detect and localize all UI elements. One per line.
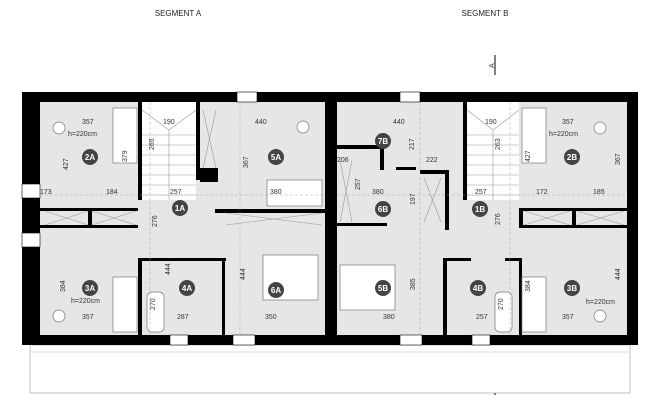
dimensions-a: 357 190 440 h=220cm 427 379 265 367 173 … [40,119,282,321]
svg-text:2A: 2A [85,153,95,162]
svg-text:384: 384 [525,280,532,292]
interior-walls-b [337,100,627,335]
svg-text:222: 222 [426,157,438,164]
svg-text:257: 257 [170,189,182,196]
svg-text:257: 257 [476,314,488,321]
svg-text:h=220cm: h=220cm [68,131,97,138]
svg-text:190: 190 [485,119,497,126]
svg-text:287: 287 [177,314,189,321]
room-4a: 4A [179,280,195,296]
room-6b: 6B [375,201,391,217]
svg-text:h=220cm: h=220cm [586,299,615,306]
svg-text:7B: 7B [378,137,388,146]
segment-b-label: SEGMENT B [462,9,509,18]
svg-text:440: 440 [255,119,267,126]
stair-treads [141,109,520,200]
room-2a: 2A [82,149,98,165]
svg-text:350: 350 [265,314,277,321]
svg-text:444: 444 [240,268,247,280]
svg-text:276: 276 [495,213,502,225]
room-5a: 5A [268,149,284,165]
svg-text:276: 276 [152,215,159,227]
room-1b: 1B [472,201,488,217]
svg-text:5A: 5A [271,153,281,162]
svg-text:173: 173 [40,189,52,196]
svg-text:h=220cm: h=220cm [549,131,578,138]
room-badges-a: 1A 2A 3A 4A 5A 6A [82,149,284,298]
svg-text:1A: 1A [175,204,185,213]
svg-text:270: 270 [498,298,505,310]
svg-text:357: 357 [82,119,94,126]
svg-text:270: 270 [150,298,157,310]
svg-text:4A: 4A [182,284,192,293]
svg-text:427: 427 [525,150,532,162]
svg-text:380: 380 [383,314,395,321]
svg-text:217: 217 [409,138,416,150]
svg-text:357: 357 [562,119,574,126]
svg-text:185: 185 [593,189,605,196]
svg-text:6A: 6A [271,286,281,295]
svg-text:263: 263 [495,138,502,150]
outer-walls [21,91,638,346]
svg-text:h=220cm: h=220cm [71,298,100,305]
svg-text:5B: 5B [378,284,388,293]
room-1a: 1A [172,200,188,216]
interior-walls-a [40,100,325,335]
svg-text:A: A [489,63,496,68]
svg-text:3B: 3B [567,284,577,293]
svg-text:184: 184 [106,189,118,196]
svg-text:197: 197 [410,193,417,205]
svg-text:257: 257 [475,189,487,196]
svg-text:257: 257 [355,178,362,190]
room-3a: 3A [82,280,98,296]
svg-text:367: 367 [243,156,250,168]
room-4b: 4B [470,280,486,296]
dimensions-b: 440 190 357 h=220cm 217 206 222 263 427 … [337,119,622,321]
svg-text:206: 206 [337,157,349,164]
svg-text:380: 380 [270,189,282,196]
section-marker-top: A [489,55,496,75]
svg-text:444: 444 [615,268,622,280]
segment-a-label: SEGMENT A [155,9,202,18]
svg-text:4B: 4B [473,284,483,293]
svg-text:379: 379 [122,150,129,162]
svg-text:357: 357 [82,314,94,321]
room-7b: 7B [375,133,391,149]
balcony [29,344,631,394]
room-5b: 5B [375,280,391,296]
svg-text:380: 380 [372,189,384,196]
room-3b: 3B [564,280,580,296]
svg-text:444: 444 [165,263,172,275]
dimension-lines [40,102,627,335]
svg-text:2B: 2B [567,153,577,162]
svg-text:385: 385 [410,278,417,290]
svg-text:6B: 6B [378,205,388,214]
svg-text:440: 440 [393,119,405,126]
svg-text:384: 384 [60,280,67,292]
room-6a: 6A [268,282,284,298]
svg-text:357: 357 [562,314,574,321]
svg-text:367: 367 [615,153,622,165]
room-2b: 2B [564,149,580,165]
room-badges-b: 1B 2B 3B 4B 5B 6B 7B [375,133,580,296]
svg-text:190: 190 [163,119,175,126]
svg-text:3A: 3A [85,284,95,293]
svg-text:265: 265 [149,138,156,150]
svg-text:427: 427 [63,158,70,170]
svg-text:1B: 1B [475,205,485,214]
svg-text:172: 172 [536,189,548,196]
